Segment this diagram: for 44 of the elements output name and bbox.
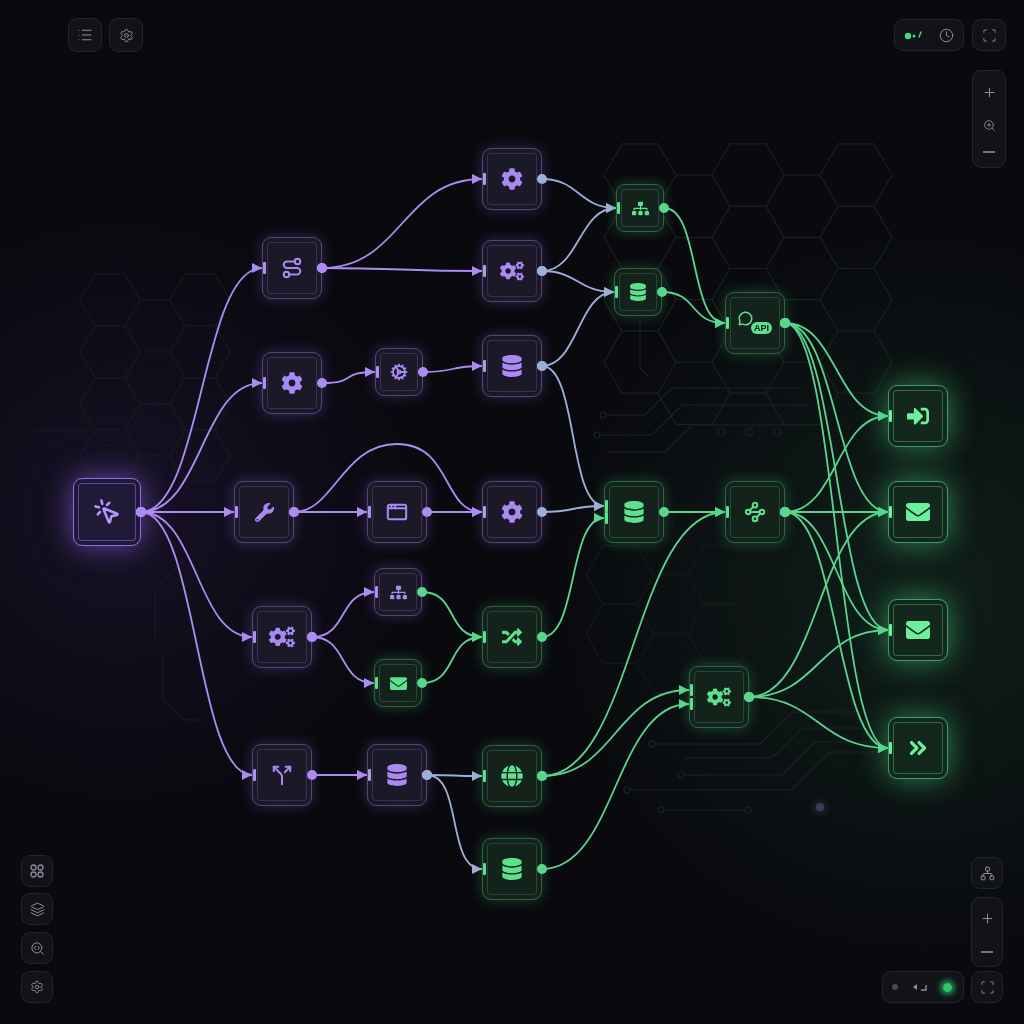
connector-arrow [659,507,726,517]
workflow-node [888,385,948,447]
workflow-node [482,240,542,302]
workflow-node [367,481,427,543]
workflow-node [482,481,542,543]
workflow-node [725,292,785,354]
workflow-node [374,659,422,707]
connector-arrow [537,686,690,781]
workflow-node [252,744,312,806]
workflow-node [604,481,664,543]
workflow-node [888,717,948,779]
connector-arrow [307,632,375,687]
connector-arrow [537,516,605,642]
workflow-node [482,606,542,668]
workflow-node [725,481,785,543]
workflow-node [375,348,423,396]
connector-arrow [744,692,889,753]
workflow-node [252,606,312,668]
workflow-node [262,352,322,414]
connector-arrow [657,287,726,328]
node-label: API [751,322,772,334]
connector-arrow [307,770,368,780]
workflow-node [888,599,948,661]
connector-arrow [537,700,690,874]
connector-arrow [317,263,483,276]
workflow-node [482,148,542,210]
workflow-node [367,744,427,806]
connector-arrow [422,507,483,517]
workflow-node [482,838,542,900]
workflow-node [482,335,542,397]
workflow-node [73,478,141,546]
workflow-node [262,237,322,299]
workflow-node [482,745,542,807]
workflow-node [234,481,294,543]
connector-arrow [417,633,483,688]
connector-arrow [537,501,605,517]
workflow-node [614,268,662,316]
connector-arrow [422,770,483,872]
workflow-node [888,481,948,543]
workflow-node [374,568,422,616]
connector-arrow [317,367,376,388]
workflow-node [616,184,664,232]
connector-arrow [418,361,483,377]
workflow-node [689,666,749,728]
